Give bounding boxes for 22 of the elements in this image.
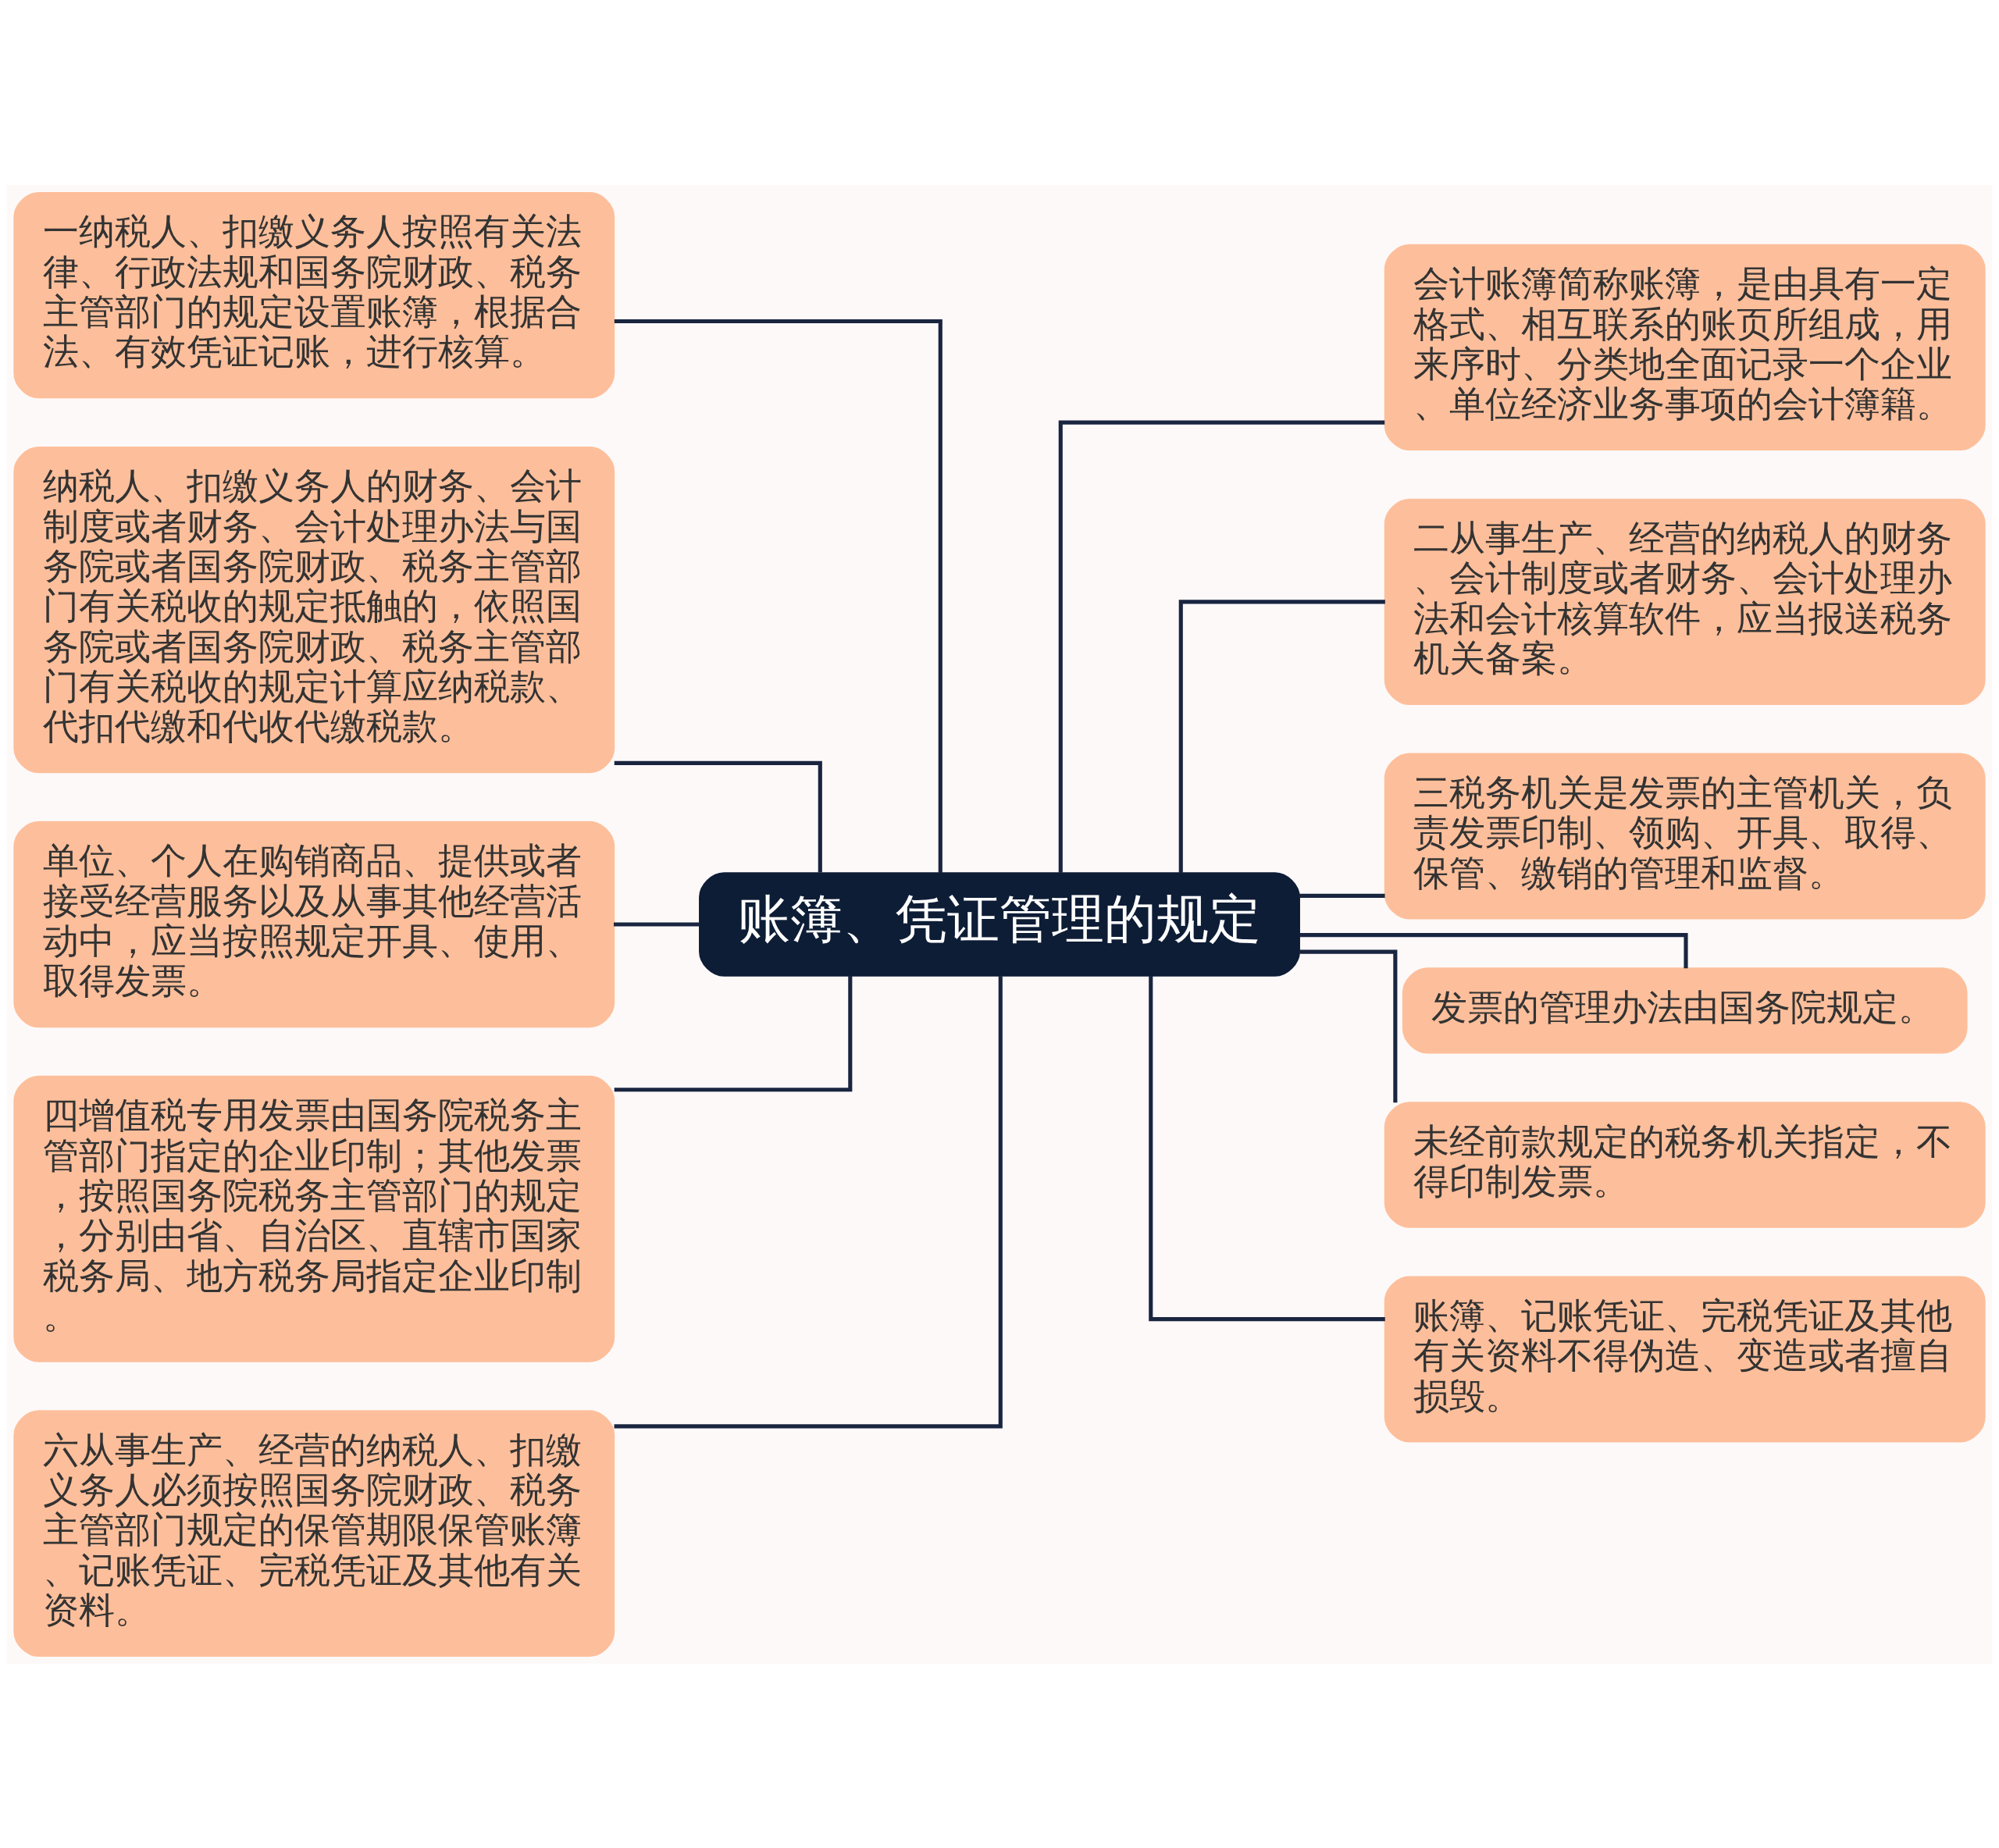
node-box: 未经前款规定的税务机关指定，不得印制发票。 <box>1384 1101 1986 1228</box>
connector <box>1058 420 1385 873</box>
connector <box>614 319 942 873</box>
connector <box>614 975 1003 1428</box>
node-box: 三税务机关是发票的主管机关，负责发票印制、领购、开具、取得、保管、缴销的管理和监督。 <box>1384 753 1986 920</box>
node-box: 一纳税人、扣缴义务人按照有关法律、行政法规和国务院财政、税务主管部门的规定设置账簿，根据合法、有效凭证记账，进行核算。 <box>13 191 615 398</box>
node-box: 账簿、记账凭证、完税凭证及其他有关资料不得伪造、变造或者擅自损毁。 <box>1384 1275 1986 1442</box>
connector <box>614 760 822 872</box>
connector <box>1178 599 1385 874</box>
connector <box>614 921 700 927</box>
node-box: 六从事生产、经营的纳税人、扣缴义务人必须按照国务院财政、税务主管部门规定的保管期限保管账簿、记账凭证、完税凭证及其他有关资料。 <box>13 1409 615 1657</box>
node-box: 二从事生产、经营的纳税人的财务、会计制度或者财务、会计处理办法和会计核算软件，应当报送税务机关备案。 <box>1384 498 1986 705</box>
node-box: 发票的管理办法由国务院规定。 <box>1402 967 1968 1054</box>
connector <box>614 975 853 1091</box>
connector <box>1149 975 1385 1321</box>
connector <box>1299 949 1398 1102</box>
node-box: 账簿、凭证管理的规定 <box>699 871 1300 977</box>
node-box: 四增值税专用发票由国务院税务主管部门指定的企业印制；其他发票，按照国务院税务主管部门的规定，分别由省、自治区、直辖市国家税务局、地方税务局指定企业印制。 <box>13 1075 615 1362</box>
node-box: 纳税人、扣缴义务人的财务、会计制度或者财务、会计处理办法与国务院或者国务院财政、税务主管部门有关税收的规定抵触的，依照国务院或者国务院财政、税务主管部门有关税收的规定计算应纳税款、代扣代缴和代收代缴税款。 <box>13 446 615 773</box>
node-box: 单位、个人在购销商品、提供或者接受经营服务以及从事其他经营活动中，应当按照规定开具、使用、取得发票。 <box>13 821 615 1027</box>
node-box: 会计账簿简称账簿，是由具有一定格式、相互联系的账页所组成，用来序时、分类地全面记录一个企业、单位经济业务事项的会计簿籍。 <box>1384 244 1986 450</box>
connector <box>1299 893 1385 898</box>
